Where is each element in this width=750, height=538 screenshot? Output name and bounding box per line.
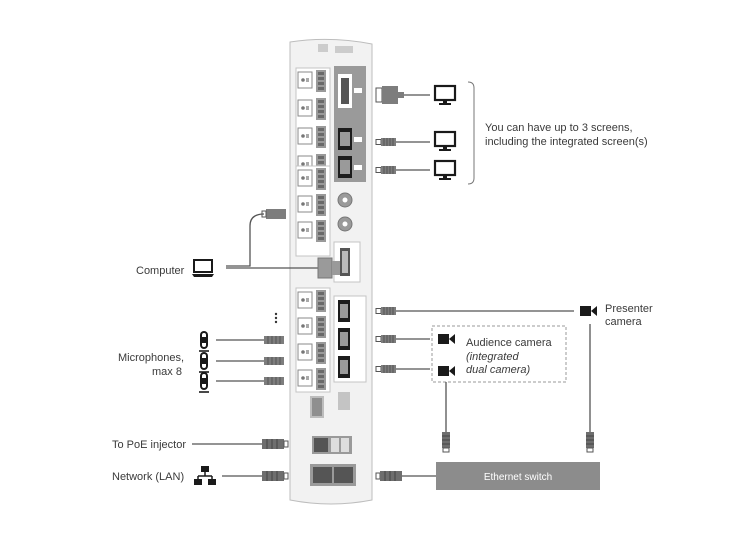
ethernet-switch-box bbox=[436, 462, 600, 490]
camera-icon bbox=[580, 306, 597, 316]
microphones-label-line2: max 8 bbox=[152, 366, 182, 378]
hdmi-plug bbox=[375, 306, 397, 316]
screen-connections: You can have up to 3 screens, including … bbox=[375, 81, 648, 185]
microphone-icon bbox=[198, 330, 210, 352]
ethernet-plug bbox=[262, 471, 289, 481]
ethernet-plug bbox=[262, 439, 289, 449]
ethernet-plug bbox=[441, 431, 451, 453]
computer-label: Computer bbox=[136, 265, 185, 277]
poe-label: To PoE injector bbox=[112, 439, 186, 451]
ethernet-switch-label: Ethernet switch bbox=[484, 472, 552, 483]
hdmi-plug bbox=[375, 137, 397, 147]
audience-camera-label-line2: (integrated bbox=[466, 351, 519, 363]
camera-icon bbox=[438, 334, 455, 344]
monitor-icon bbox=[433, 84, 457, 107]
hdmi-plug bbox=[375, 165, 397, 175]
audience-camera-label-line3: dual camera) bbox=[466, 364, 531, 376]
video-input-hdmi-block bbox=[333, 295, 367, 410]
network-connection: Network (LAN) bbox=[112, 466, 289, 485]
presenter-camera-label-line1: Presenter bbox=[605, 303, 653, 315]
ethernet-switch-connection: Ethernet switch bbox=[375, 462, 600, 490]
codec-back-panel bbox=[289, 38, 373, 505]
camera-icon bbox=[438, 366, 455, 376]
dvi-plug bbox=[375, 86, 404, 104]
mic-plug bbox=[264, 336, 284, 344]
network-label: Network (LAN) bbox=[112, 471, 184, 483]
audience-camera-group bbox=[431, 325, 567, 383]
network-port-block bbox=[310, 436, 356, 486]
computer-connection: Computer bbox=[136, 209, 340, 279]
mic-plug bbox=[264, 357, 284, 365]
screens-note-line2: including the integrated screen(s) bbox=[485, 136, 648, 148]
audio-port-column bbox=[295, 67, 331, 418]
presenter-camera-label-line2: camera bbox=[605, 316, 643, 328]
microphone-icon bbox=[198, 371, 210, 393]
microphone-icon bbox=[198, 351, 210, 373]
mic-plug bbox=[264, 377, 284, 385]
dvi-plug bbox=[317, 257, 340, 279]
presenter-camera-connection: Presenter camera bbox=[375, 303, 653, 453]
ethernet-plug bbox=[585, 431, 595, 453]
hdmi-plug bbox=[375, 364, 397, 374]
monitor-icon bbox=[433, 130, 457, 153]
monitor-icon bbox=[433, 159, 457, 182]
video-output-block bbox=[334, 66, 366, 182]
poe-connection: To PoE injector bbox=[112, 439, 289, 451]
microphones-label-line1: Microphones, bbox=[118, 352, 184, 364]
hdmi-plug bbox=[375, 334, 397, 344]
audience-camera-label-line1: Audience camera bbox=[466, 337, 552, 349]
laptop-icon bbox=[192, 259, 214, 277]
screens-note-line1: You can have up to 3 screens, bbox=[485, 122, 633, 134]
network-icon bbox=[194, 466, 216, 485]
more-indicator bbox=[274, 312, 278, 324]
ethernet-plug bbox=[375, 471, 402, 481]
microphone-connections: Microphones, max 8 bbox=[118, 330, 284, 393]
audience-camera-connection: Audience camera (integrated dual camera) bbox=[375, 325, 567, 453]
